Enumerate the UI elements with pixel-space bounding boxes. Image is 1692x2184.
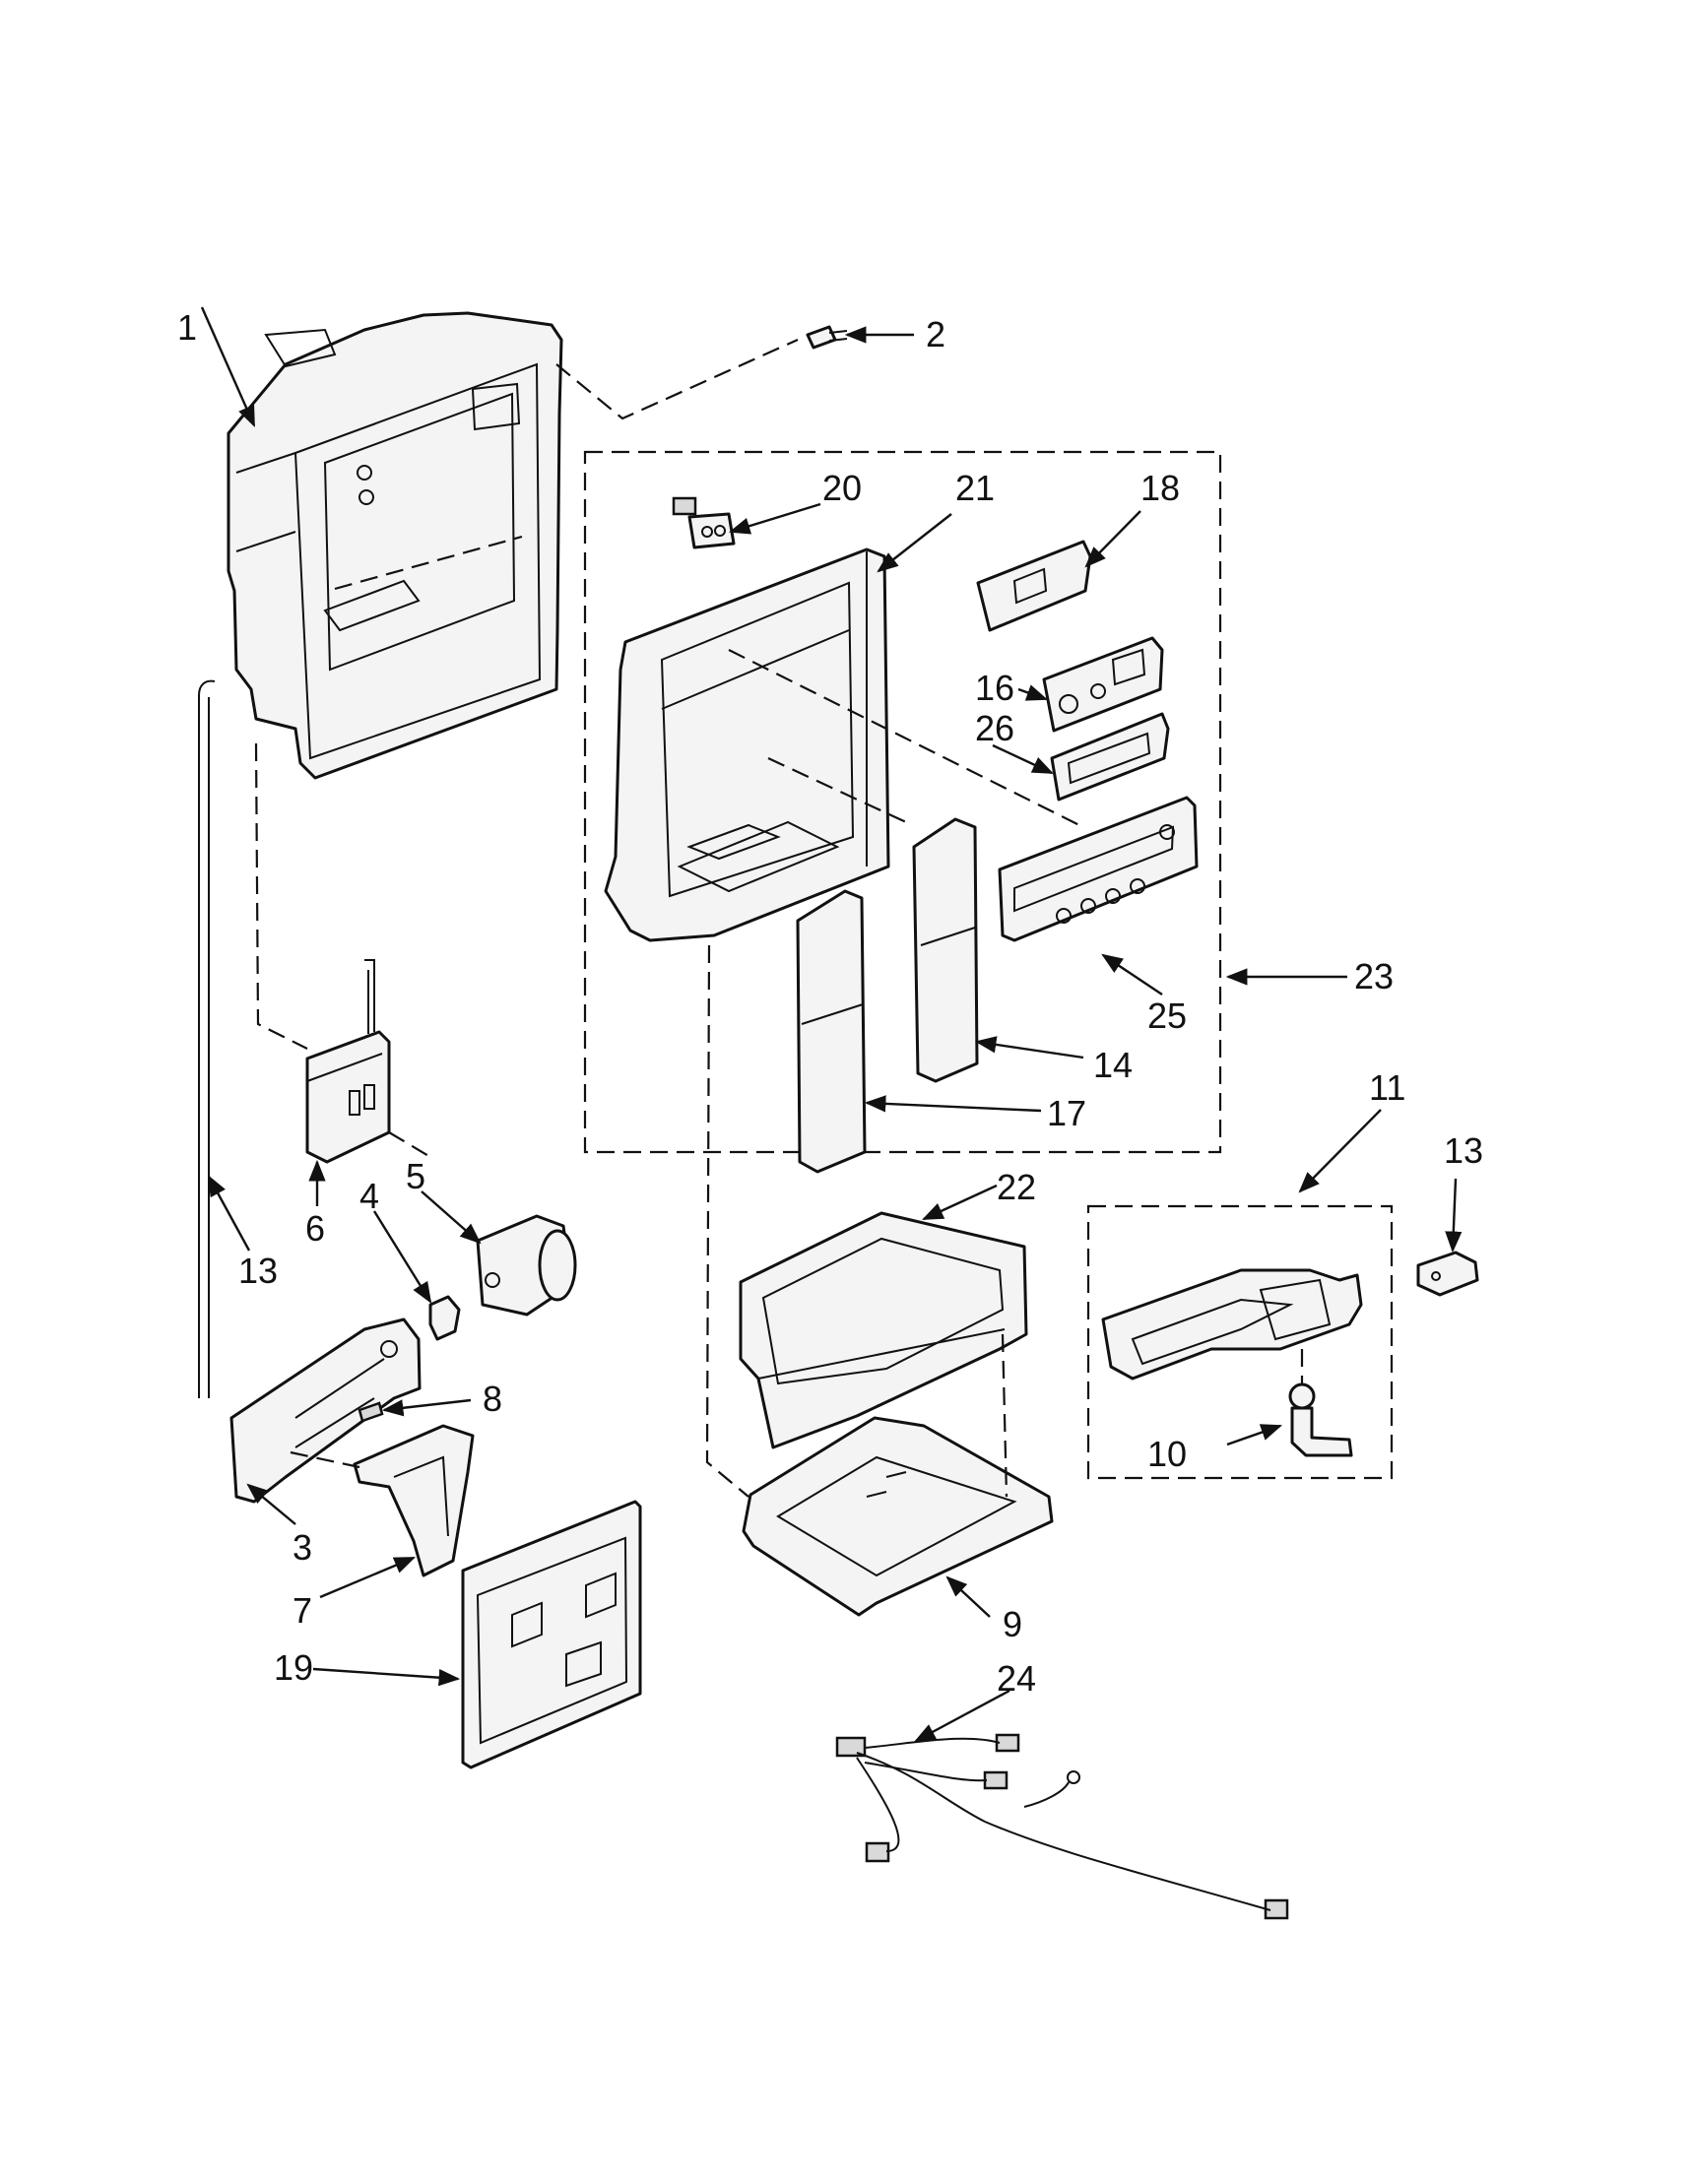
callout-17: 17 — [1047, 1093, 1086, 1133]
callout-16: 16 — [975, 668, 1014, 708]
assembly-box-11 — [1086, 1204, 1394, 1480]
callout-23: 23 — [1354, 956, 1394, 996]
part-7-part[interactable] — [353, 1424, 475, 1577]
part-20-switch[interactable] — [672, 496, 736, 549]
callout-18: 18 — [1140, 468, 1180, 508]
callout-7: 7 — [293, 1590, 312, 1631]
callout-8: 8 — [483, 1379, 502, 1419]
callout-6: 6 — [305, 1208, 325, 1249]
part-9-tray[interactable] — [742, 1416, 1054, 1617]
part-4-part[interactable] — [428, 1295, 461, 1341]
leader-lines — [200, 306, 1463, 1743]
callout-13-left: 13 — [238, 1251, 278, 1291]
assembly-lines — [254, 338, 1304, 1498]
callout-24: 24 — [997, 1658, 1036, 1699]
part-13-tube[interactable] — [198, 679, 216, 1398]
part-14-door[interactable] — [912, 817, 979, 1083]
callout-10: 10 — [1147, 1434, 1187, 1474]
part-26-bracket[interactable] — [1050, 712, 1170, 802]
part-21-frame[interactable] — [604, 547, 890, 942]
callout-11: 11 — [1369, 1067, 1405, 1108]
callout-14: 14 — [1093, 1045, 1133, 1085]
callout-20: 20 — [822, 468, 862, 508]
part-5-motor[interactable] — [476, 1214, 577, 1317]
assembly-box-23 — [583, 450, 1222, 1154]
part-1-housing[interactable] — [227, 311, 563, 780]
callout-22: 22 — [997, 1167, 1036, 1207]
part-10-valve[interactable] — [1288, 1382, 1353, 1457]
callout-26: 26 — [975, 708, 1014, 748]
part-24-wire-harness[interactable] — [835, 1733, 1289, 1920]
part-22-trim[interactable] — [739, 1211, 1028, 1449]
callout-25: 25 — [1147, 996, 1187, 1036]
callout-5: 5 — [406, 1156, 425, 1196]
callout-2: 2 — [926, 314, 945, 354]
part-25-control-panel[interactable] — [998, 796, 1199, 942]
callout-21: 21 — [955, 468, 995, 508]
part-6-module[interactable] — [305, 959, 391, 1164]
part-17-door[interactable] — [796, 889, 867, 1174]
part-2-screw[interactable] — [806, 325, 848, 350]
callout-4: 4 — [359, 1176, 379, 1216]
callout-9: 9 — [1003, 1604, 1022, 1644]
part-18-bracket[interactable] — [976, 540, 1092, 632]
callout-3: 3 — [293, 1527, 312, 1568]
callout-1: 1 — [177, 307, 197, 348]
part-11-ice-maker[interactable] — [1101, 1268, 1363, 1381]
callout-13-right: 13 — [1444, 1130, 1483, 1171]
part-13-switch[interactable] — [1416, 1251, 1479, 1297]
part-3-bracket[interactable] — [229, 1317, 422, 1504]
part-19-panel[interactable] — [461, 1500, 642, 1769]
part-16-control-board[interactable] — [1042, 636, 1164, 733]
callout-19: 19 — [274, 1647, 313, 1688]
callout-labels: 1 2 20 21 18 16 26 23 25 14 17 11 13 6 5… — [177, 307, 1483, 1699]
